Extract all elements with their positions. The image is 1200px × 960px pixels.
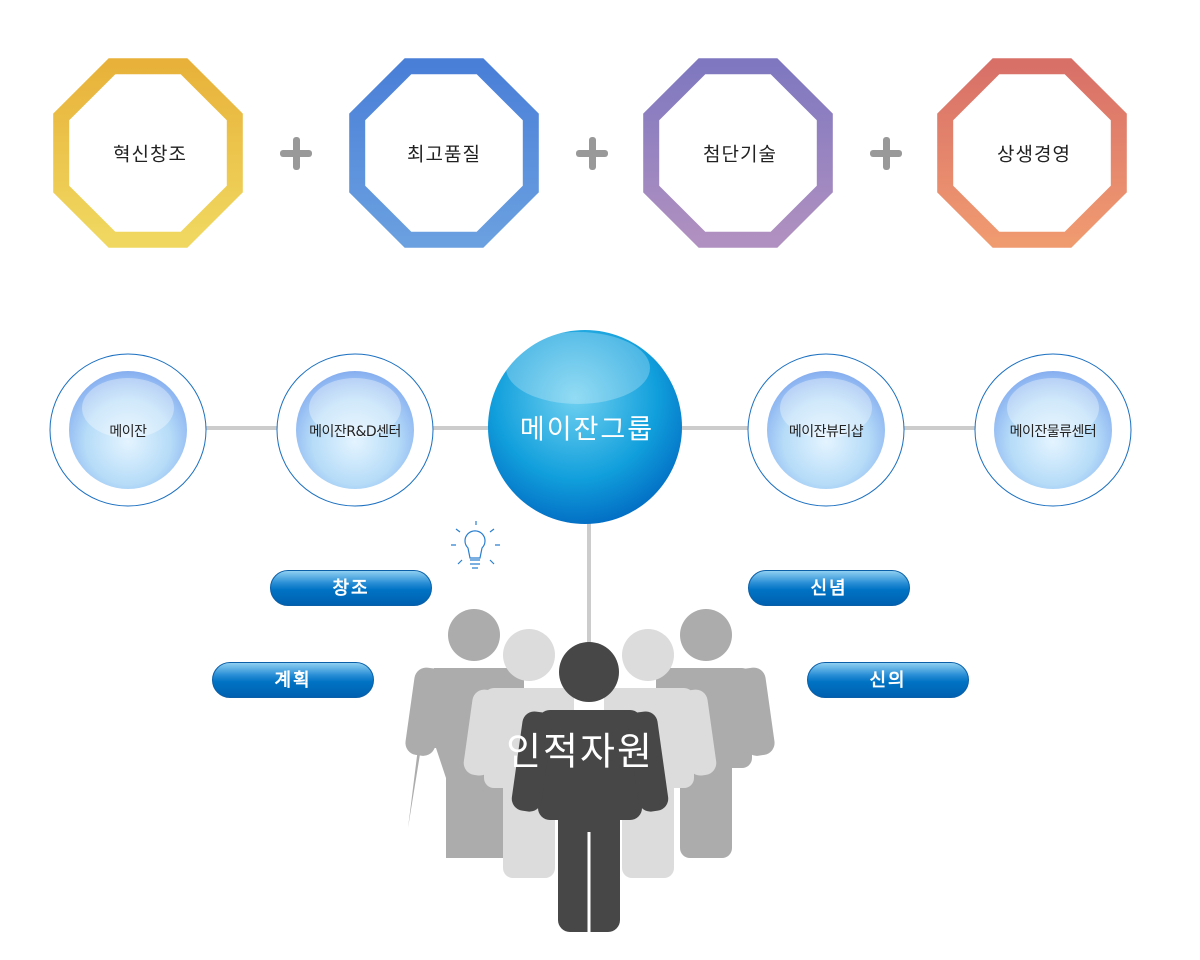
octagon-frame bbox=[349, 58, 539, 248]
hub-sphere bbox=[488, 330, 682, 524]
octagon-frame bbox=[937, 58, 1127, 248]
octagon-frame bbox=[643, 58, 833, 248]
affiliate-bubble bbox=[49, 353, 207, 507]
octagon-frame bbox=[53, 58, 243, 248]
affiliate-bubble bbox=[974, 353, 1132, 507]
principle-planning: 계획 bbox=[212, 662, 374, 698]
principle-creation: 창조 bbox=[270, 570, 432, 606]
affiliate-beauty-shop: 메이잔뷰티샵 bbox=[788, 424, 864, 440]
lightbulb-icon bbox=[451, 521, 500, 569]
affiliate-bubble bbox=[747, 353, 905, 507]
affiliate-bubble bbox=[276, 353, 434, 507]
value-innovation: 혁신창조 bbox=[113, 143, 187, 166]
affiliate-rnd-center: 메이잔R&D센터 bbox=[309, 424, 401, 440]
affiliate-meizan: 메이잔 bbox=[109, 424, 147, 440]
human-resources-label: 인적자원 bbox=[506, 729, 654, 774]
value-technology: 첨단기술 bbox=[703, 143, 777, 166]
hub-label: 메이잔그룹 bbox=[519, 414, 655, 446]
affiliate-logistics-center: 메이잔물류센터 bbox=[1009, 424, 1097, 440]
value-quality: 최고품질 bbox=[407, 143, 481, 166]
principle-belief: 신념 bbox=[748, 570, 910, 606]
plus-signs bbox=[280, 137, 902, 170]
people-group-icon bbox=[405, 609, 775, 932]
principle-trust: 신의 bbox=[807, 662, 969, 698]
value-coexistence: 상생경영 bbox=[997, 143, 1071, 166]
